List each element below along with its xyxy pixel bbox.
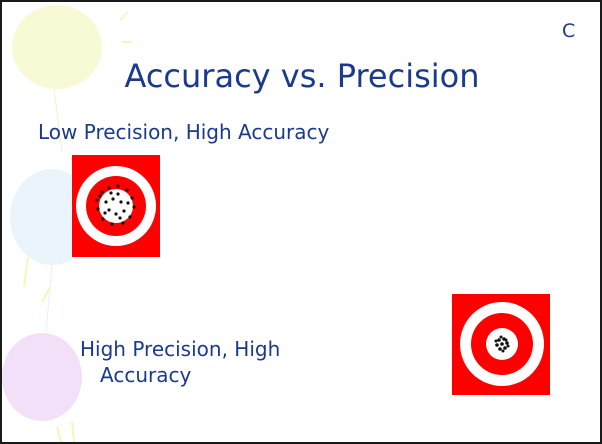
example-label-high-precision-line2: Accuracy [100,363,192,387]
example-label-high-precision: High Precision, High Accuracy [80,336,380,388]
target-clustered-icon [452,294,550,395]
target-scattered-icon [72,155,160,257]
example-label-low-precision: Low Precision, High Accuracy [38,120,330,144]
slide-corner-letter: C [562,20,576,42]
slide-title: Accuracy vs. Precision [124,57,480,95]
example-label-high-precision-line1: High Precision, High [80,337,281,361]
